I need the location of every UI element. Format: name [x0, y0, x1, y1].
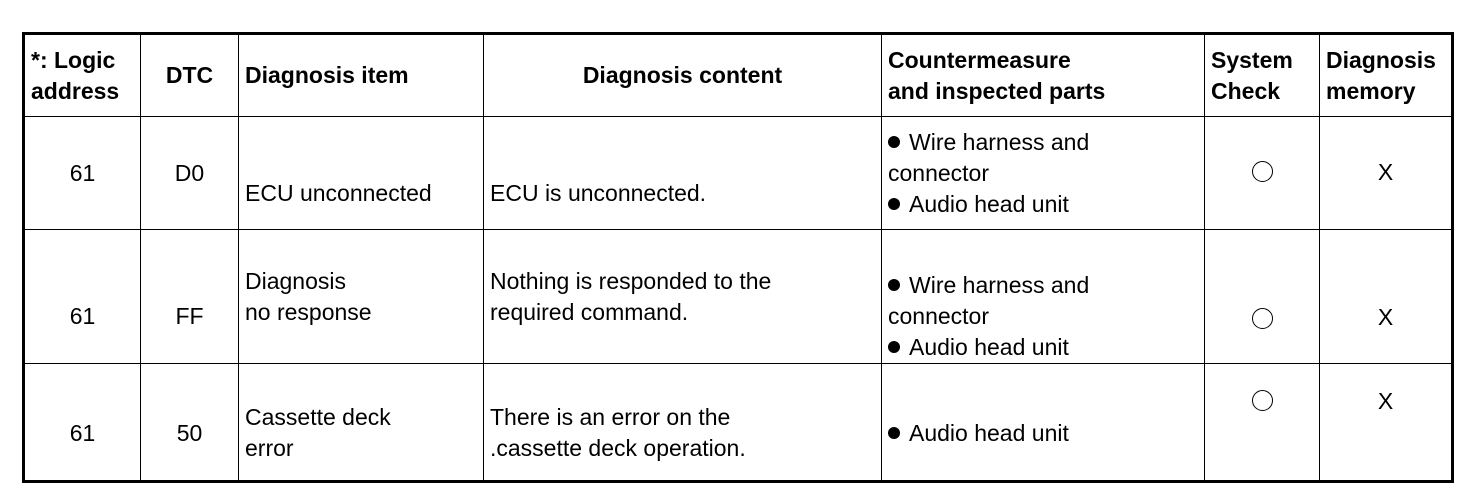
item-line: no response	[245, 298, 372, 325]
content-line: required command.	[490, 298, 689, 325]
cell-system-check	[1204, 229, 1320, 364]
cell-dtc: 50	[140, 363, 239, 482]
header-system-line-2: Check	[1211, 77, 1281, 104]
cell-dtc: D0	[140, 116, 239, 230]
open-circle-icon	[1251, 308, 1273, 329]
counter-line: Wire harness and	[888, 127, 1198, 158]
cell-diagnosis-item: Cassette deck error	[238, 363, 484, 482]
cell-logic-address: 61	[23, 363, 141, 482]
header-countermeasure-line-1: Countermeasure	[888, 46, 1071, 73]
content-line: There is an error on the	[490, 404, 731, 430]
table-row: 61 FF Diagnosis no response Nothing is r…	[23, 229, 1453, 364]
header-logic-line-1: *: Logic	[31, 46, 116, 73]
bullet-icon	[888, 279, 900, 291]
counter-line: Audio head unit	[888, 189, 1198, 220]
cell-countermeasure: Wire harness and connector Audio head un…	[881, 116, 1205, 230]
header-memory-line-2: memory	[1326, 77, 1416, 104]
header-diagnosis-memory: Diagnosis memory	[1319, 33, 1453, 117]
cell-diagnosis-item: ECU unconnected	[238, 116, 484, 230]
counter-line: connector	[888, 301, 1198, 332]
counter-line: connector	[888, 158, 1198, 189]
content-line: .cassette deck operation.	[490, 435, 746, 461]
content-line: ECU is unconnected.	[490, 179, 707, 206]
header-dtc: DTC	[140, 33, 239, 117]
open-circle-icon	[1251, 161, 1273, 182]
cell-logic-address: 61	[23, 116, 141, 230]
counter-text: connector	[888, 159, 990, 186]
cell-diagnosis-memory: X	[1319, 229, 1453, 364]
header-diagnosis-item: Diagnosis item	[238, 33, 484, 117]
open-circle-icon	[1251, 390, 1273, 411]
table-row: 61 50 Cassette deck error There is an er…	[23, 363, 1453, 482]
cell-diagnosis-content: Nothing is responded to the required com…	[483, 229, 882, 364]
counter-line: Audio head unit	[888, 332, 1198, 363]
header-system-check: System Check	[1204, 33, 1320, 117]
cell-dtc: FF	[140, 229, 239, 364]
counter-line: Wire harness and	[888, 270, 1198, 301]
cell-diagnosis-memory: X	[1319, 116, 1453, 230]
bullet-icon	[888, 341, 900, 353]
header-memory-line-1: Diagnosis	[1326, 46, 1436, 73]
cell-diagnosis-memory: X	[1319, 363, 1453, 482]
cell-diagnosis-content: There is an error on the .cassette deck …	[483, 363, 882, 482]
cell-countermeasure: Wire harness and connector Audio head un…	[881, 229, 1205, 364]
counter-text: Audio head unit	[909, 190, 1069, 217]
counter-text: Wire harness and	[909, 128, 1090, 155]
header-countermeasure-line-2: and inspected parts	[888, 77, 1106, 104]
bullet-icon	[888, 135, 900, 148]
content-line: Nothing is responded to the	[490, 267, 772, 294]
cell-diagnosis-content: ECU is unconnected.	[483, 116, 882, 230]
memory-mark: X	[1377, 159, 1394, 185]
cell-system-check	[1204, 116, 1320, 230]
table-row: 61 D0 ECU unconnected ECU is unconnected…	[23, 116, 1453, 230]
counter-line: Audio head unit	[888, 418, 1198, 449]
counter-text: Audio head unit	[909, 334, 1069, 360]
item-line: Cassette deck	[245, 404, 391, 430]
header-diagnosis-content: Diagnosis content	[483, 33, 882, 117]
cell-diagnosis-item: Diagnosis no response	[238, 229, 484, 364]
counter-text: connector	[888, 303, 990, 329]
cell-system-check	[1204, 363, 1320, 482]
cell-logic-address: 61	[23, 229, 141, 364]
dtc-table: *: Logic address DTC Diagnosis item Diag…	[22, 32, 1454, 483]
item-line: ECU unconnected	[245, 179, 432, 206]
bullet-icon	[888, 197, 900, 210]
cell-countermeasure: Audio head unit	[881, 363, 1205, 482]
header-countermeasure: Countermeasure and inspected parts	[881, 33, 1205, 117]
header-logic-address: *: Logic address	[23, 33, 141, 117]
header-logic-line-2: address	[31, 77, 120, 104]
header-system-line-1: System	[1211, 46, 1293, 73]
header-row: *: Logic address DTC Diagnosis item Diag…	[23, 33, 1453, 117]
counter-text: Audio head unit	[909, 419, 1069, 446]
memory-mark: X	[1377, 304, 1394, 330]
memory-mark: X	[1377, 388, 1394, 414]
counter-text: Wire harness and	[909, 272, 1090, 298]
item-line: error	[245, 435, 294, 461]
bullet-icon	[888, 426, 900, 439]
item-line: Diagnosis	[245, 267, 346, 294]
